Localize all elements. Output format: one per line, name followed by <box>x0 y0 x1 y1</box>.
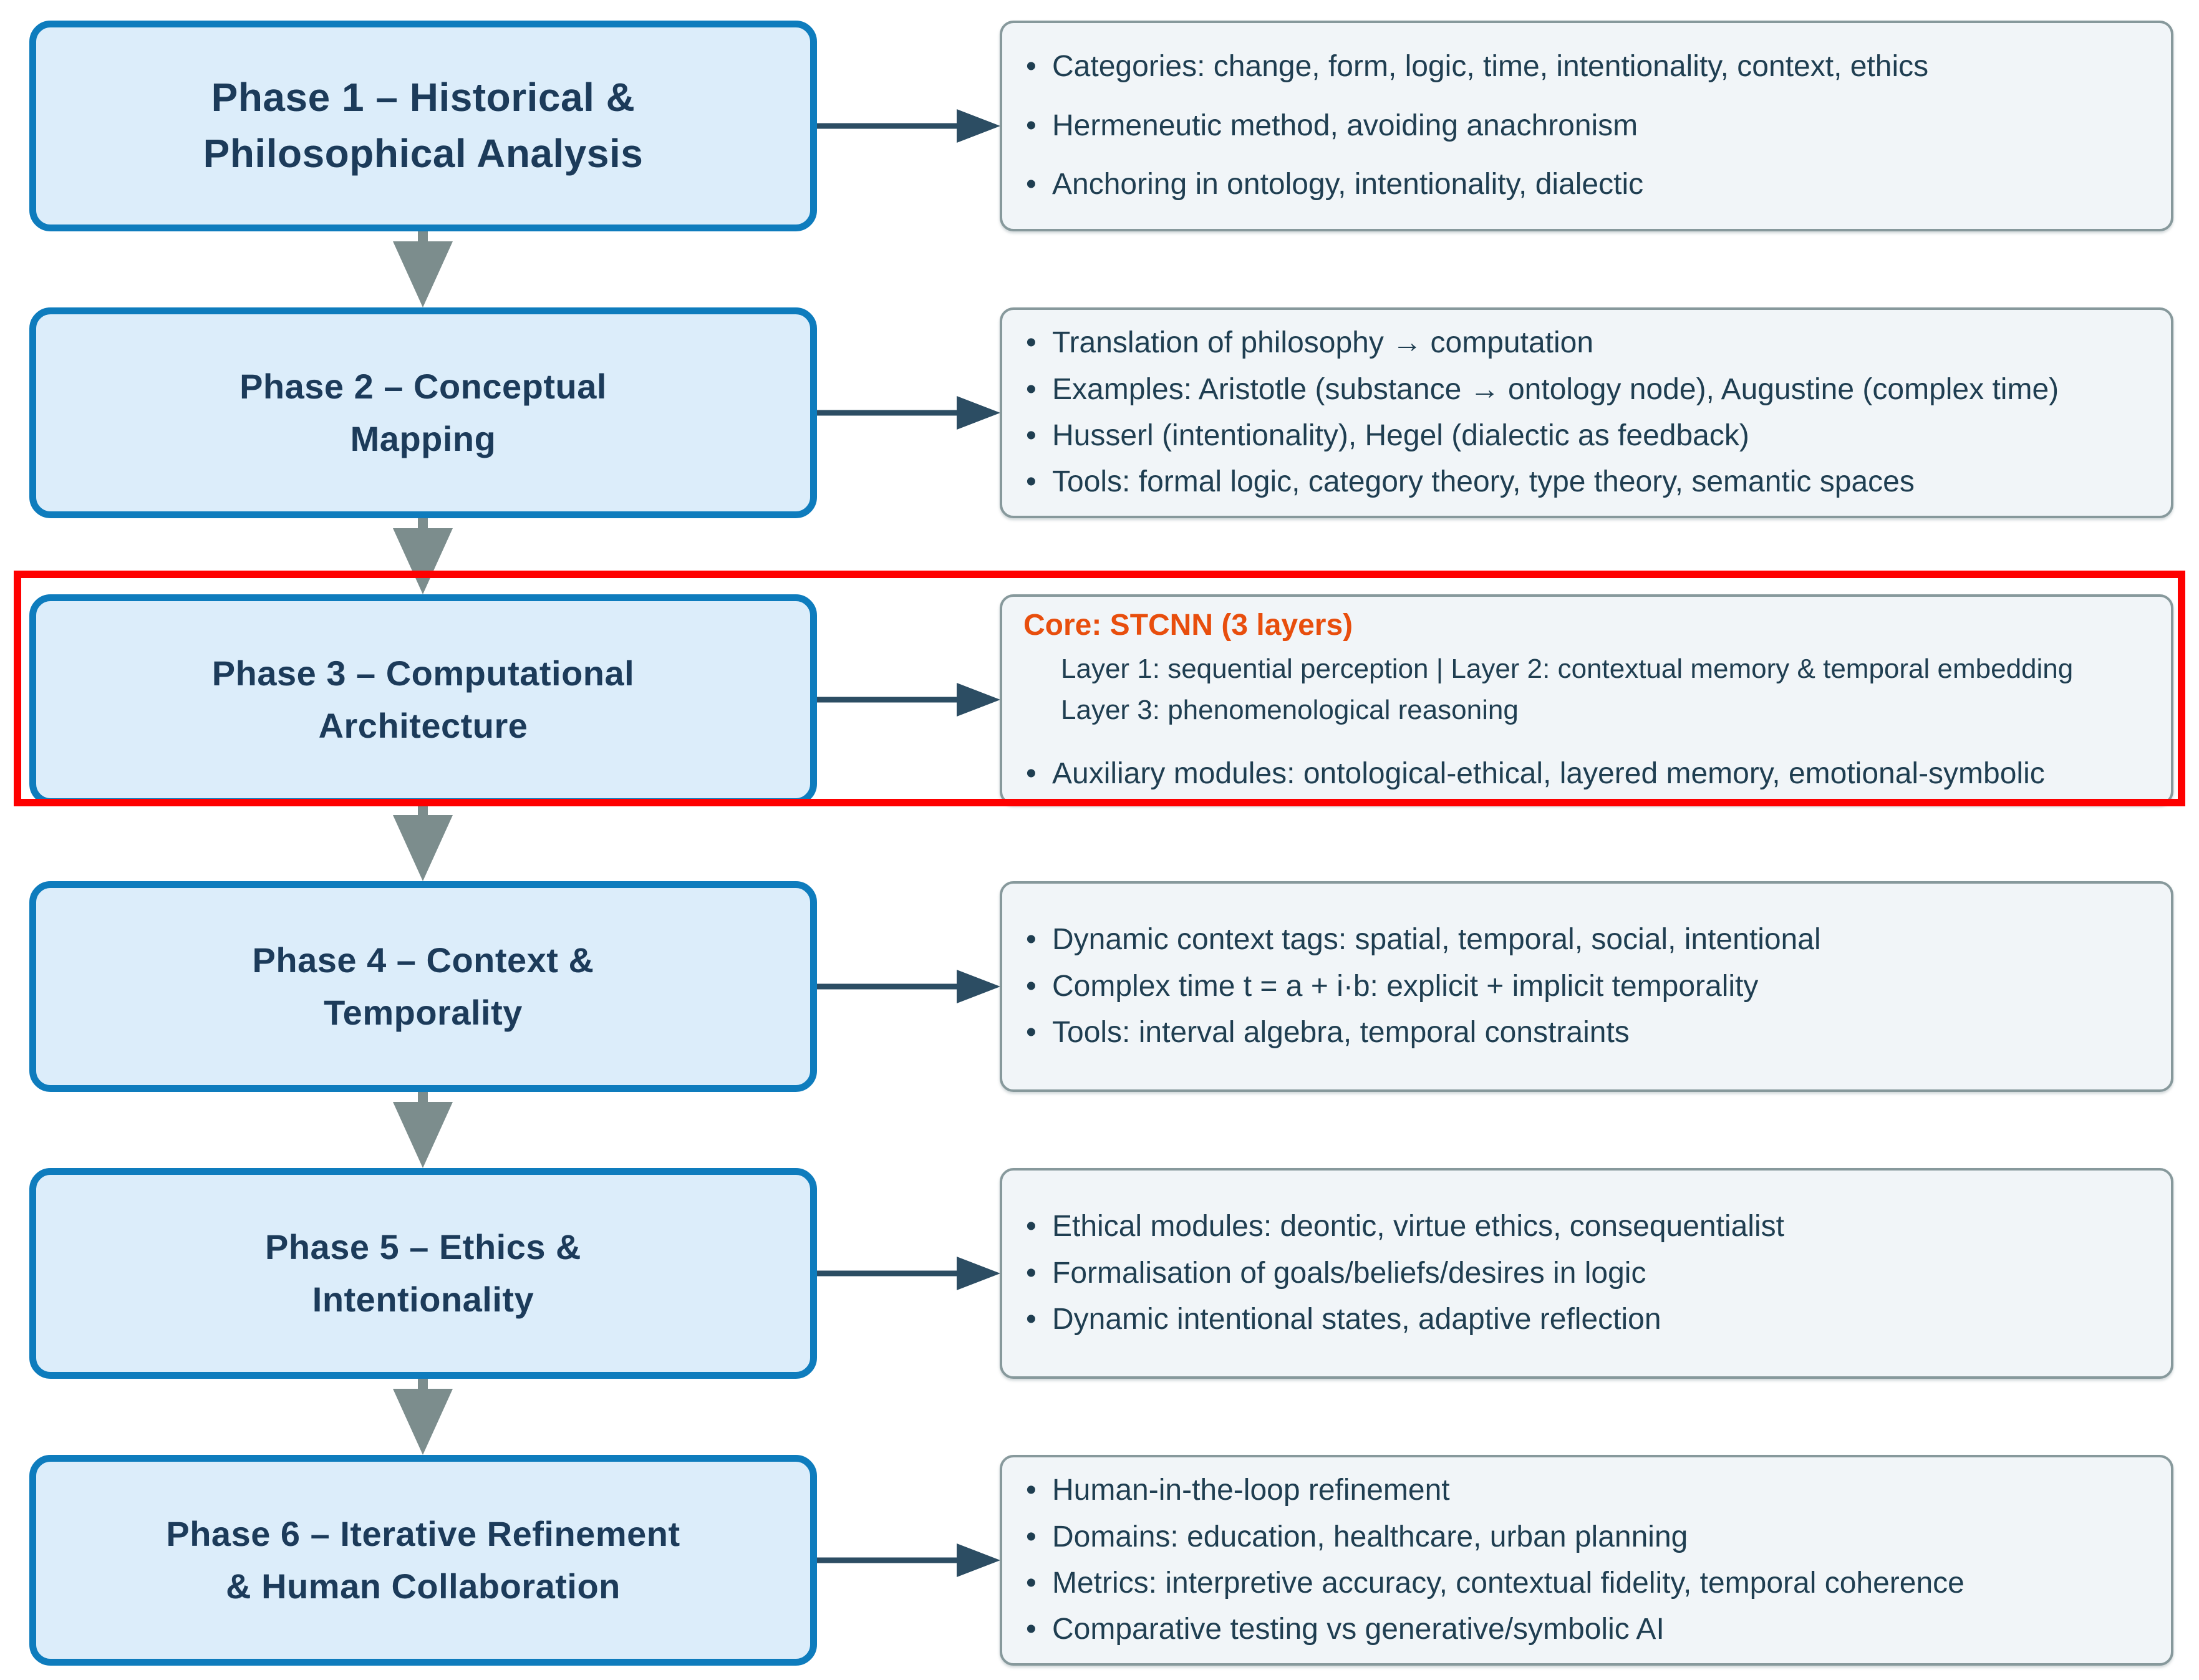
core-stcnn-heading: Core: STCNN (3 layers) <box>1023 608 1353 642</box>
phase-1-row: Phase 1 – Historical & Philosophical Ana… <box>0 21 2199 231</box>
list-item: Comparative testing vs generative/symbol… <box>1023 1611 2152 1649</box>
list-item: Hermeneutic method, avoiding anachronism <box>1023 107 2152 145</box>
phase-3-title: Phase 3 – Computational Architecture <box>211 654 635 745</box>
phase-3-bullet-list: Core: STCNN (3 layers) Layer 1: sequenti… <box>1002 597 2171 803</box>
phase-3-panel: Core: STCNN (3 layers) Layer 1: sequenti… <box>1000 594 2173 805</box>
phase-2-connector-arrow-icon <box>814 396 1000 430</box>
list-item: Formalisation of goals/beliefs/desires i… <box>1023 1255 2152 1293</box>
list-item: Anchoring in ontology, intentionality, d… <box>1023 166 2152 204</box>
list-item: Layer 1: sequential perception | Layer 2… <box>1061 654 2074 685</box>
phase-1-bullet-list: Categories: change, form, logic, time, i… <box>1002 23 2171 229</box>
phase-6-row: Phase 6 – Iterative Refinement & Human C… <box>0 1455 2199 1666</box>
phase-4-bullet-list: Dynamic context tags: spatial, temporal,… <box>1002 884 2171 1089</box>
list-item: Categories: change, form, logic, time, i… <box>1023 48 2152 86</box>
phase-1-box: Phase 1 – Historical & Philosophical Ana… <box>29 21 817 231</box>
phase-3-box: Phase 3 – Computational Architecture <box>29 594 817 805</box>
phase-4-box: Phase 4 – Context & Temporality <box>29 881 817 1092</box>
phase-2-title: Phase 2 – Conceptual Mapping <box>239 367 607 458</box>
down-arrow-icon <box>393 231 453 307</box>
list-item: Human-in-the-loop refinement <box>1023 1472 2152 1510</box>
list-item: Auxiliary modules: ontological-ethical, … <box>1023 755 2152 793</box>
phase-2-bullet-list: Translation of philosophy → computation … <box>1002 310 2171 516</box>
down-arrow-icon <box>393 1379 453 1455</box>
list-item: Domains: education, healthcare, urban pl… <box>1023 1518 2152 1557</box>
down-arrow-icon <box>393 805 453 881</box>
phase-5-bullet-list: Ethical modules: deontic, virtue ethics,… <box>1002 1171 2171 1376</box>
phase-5-box: Phase 5 – Ethics & Intentionality <box>29 1168 817 1379</box>
list-item: Dynamic context tags: spatial, temporal,… <box>1023 921 2152 959</box>
phase-1-connector-arrow-icon <box>814 109 1000 143</box>
phase-4-panel: Dynamic context tags: spatial, temporal,… <box>1000 881 2173 1092</box>
phase-6-connector-arrow-icon <box>814 1543 1000 1577</box>
down-arrow-icon <box>393 518 453 594</box>
list-item: Tools: interval algebra, temporal constr… <box>1023 1014 2152 1052</box>
phase-1-title: Phase 1 – Historical & Philosophical Ana… <box>203 75 644 176</box>
phase-3-row: Phase 3 – Computational Architecture Cor… <box>0 594 2199 805</box>
list-item: Tools: formal logic, category theory, ty… <box>1023 463 2152 501</box>
list-item: Examples: Aristotle (substance → ontolog… <box>1023 371 2152 409</box>
phase-5-row: Phase 5 – Ethics & Intentionality Ethica… <box>0 1168 2199 1379</box>
phase-6-box: Phase 6 – Iterative Refinement & Human C… <box>29 1455 817 1666</box>
phase-4-connector-arrow-icon <box>814 970 1000 1003</box>
phase-5-panel: Ethical modules: deontic, virtue ethics,… <box>1000 1168 2173 1379</box>
phase-4-title: Phase 4 – Context & Temporality <box>252 940 594 1032</box>
list-item: Dynamic intentional states, adaptive ref… <box>1023 1301 2152 1339</box>
phase-2-row: Phase 2 – Conceptual Mapping Translation… <box>0 307 2199 518</box>
phase-6-panel: Human-in-the-loop refinement Domains: ed… <box>1000 1455 2173 1666</box>
phase-6-bullet-list: Human-in-the-loop refinement Domains: ed… <box>1002 1457 2171 1663</box>
phase-2-box: Phase 2 – Conceptual Mapping <box>29 307 817 518</box>
phase-2-panel: Translation of philosophy → computation … <box>1000 307 2173 518</box>
phase-3-connector-arrow-icon <box>814 683 1000 717</box>
phase-5-connector-arrow-icon <box>814 1257 1000 1290</box>
list-item: Layer 3: phenomenological reasoning <box>1061 694 1519 725</box>
list-item: Husserl (intentionality), Hegel (dialect… <box>1023 417 2152 455</box>
down-arrow-icon <box>393 1092 453 1168</box>
phase-4-row: Phase 4 – Context & Temporality Dynamic … <box>0 881 2199 1092</box>
list-item: Ethical modules: deontic, virtue ethics,… <box>1023 1208 2152 1246</box>
list-item: Translation of philosophy → computation <box>1023 324 2152 362</box>
phase-1-panel: Categories: change, form, logic, time, i… <box>1000 21 2173 231</box>
list-item: Metrics: interpretive accuracy, contextu… <box>1023 1565 2152 1603</box>
phase-6-title: Phase 6 – Iterative Refinement & Human C… <box>166 1514 680 1606</box>
list-item: Complex time t = a + i·b: explicit + imp… <box>1023 968 2152 1006</box>
phase-5-title: Phase 5 – Ethics & Intentionality <box>264 1227 581 1319</box>
